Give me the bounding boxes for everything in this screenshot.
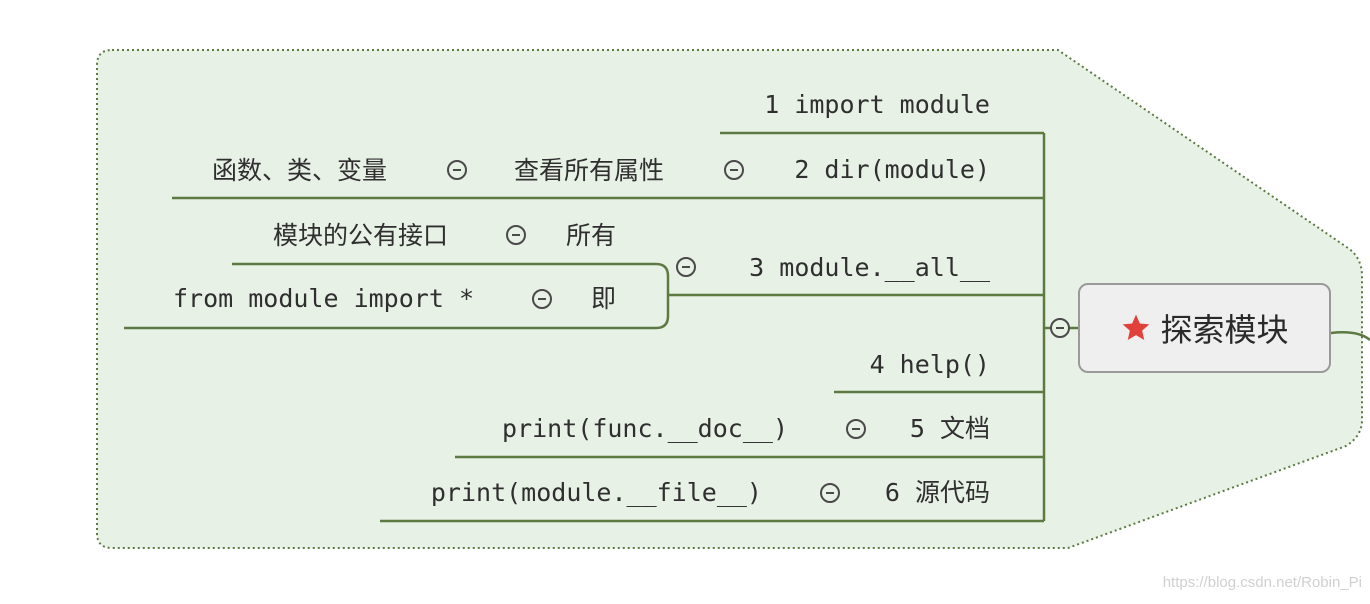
b2-child-collapse-button[interactable] [447,160,467,180]
b3-grandchild-b-label[interactable]: from module import * [172,284,474,313]
branch-lines [124,131,1078,523]
b3-child-a-label[interactable]: 所有 [565,221,616,250]
b3-child-a-collapse-button[interactable] [506,225,526,245]
b2-child-label[interactable]: 查看所有属性 [513,156,664,185]
branch-3-label[interactable]: 3 module.__all__ [749,253,990,282]
b3-collapse-button[interactable] [676,257,696,277]
b6-child-label[interactable]: print(module.__file__) [430,478,762,507]
b2-collapse-button[interactable] [724,160,744,180]
root-collapse-button[interactable] [1050,318,1070,338]
b3-fork [655,262,670,330]
branch-5-label[interactable]: 5 文档 [909,414,990,443]
b5-collapse-button[interactable] [846,419,866,439]
b5-child-label[interactable]: print(func.__doc__) [502,414,788,443]
b3-child-b-label[interactable]: 即 [590,284,616,313]
root-node[interactable]: 探索模块 [1078,283,1331,373]
branch-6-label[interactable]: 6 源代码 [884,478,990,507]
star-icon [1123,314,1150,340]
branch-1-label[interactable]: 1 import module [764,90,990,119]
b3-grandchild-a-label[interactable]: 模块的公有接口 [272,221,448,250]
boundary-area [96,49,1363,549]
b3-child-b-collapse-button[interactable] [532,289,552,309]
branch-2-label[interactable]: 2 dir(module) [794,155,990,184]
b6-collapse-button[interactable] [820,483,840,503]
b2-grandchild-label[interactable]: 函数、类、变量 [211,156,387,185]
root-outgoing-connector [1330,331,1370,341]
branch-4-label[interactable]: 4 help() [869,350,990,379]
watermark: https://blog.csdn.net/Robin_Pi [1162,574,1362,591]
root-label: 探索模块 [1160,311,1289,349]
